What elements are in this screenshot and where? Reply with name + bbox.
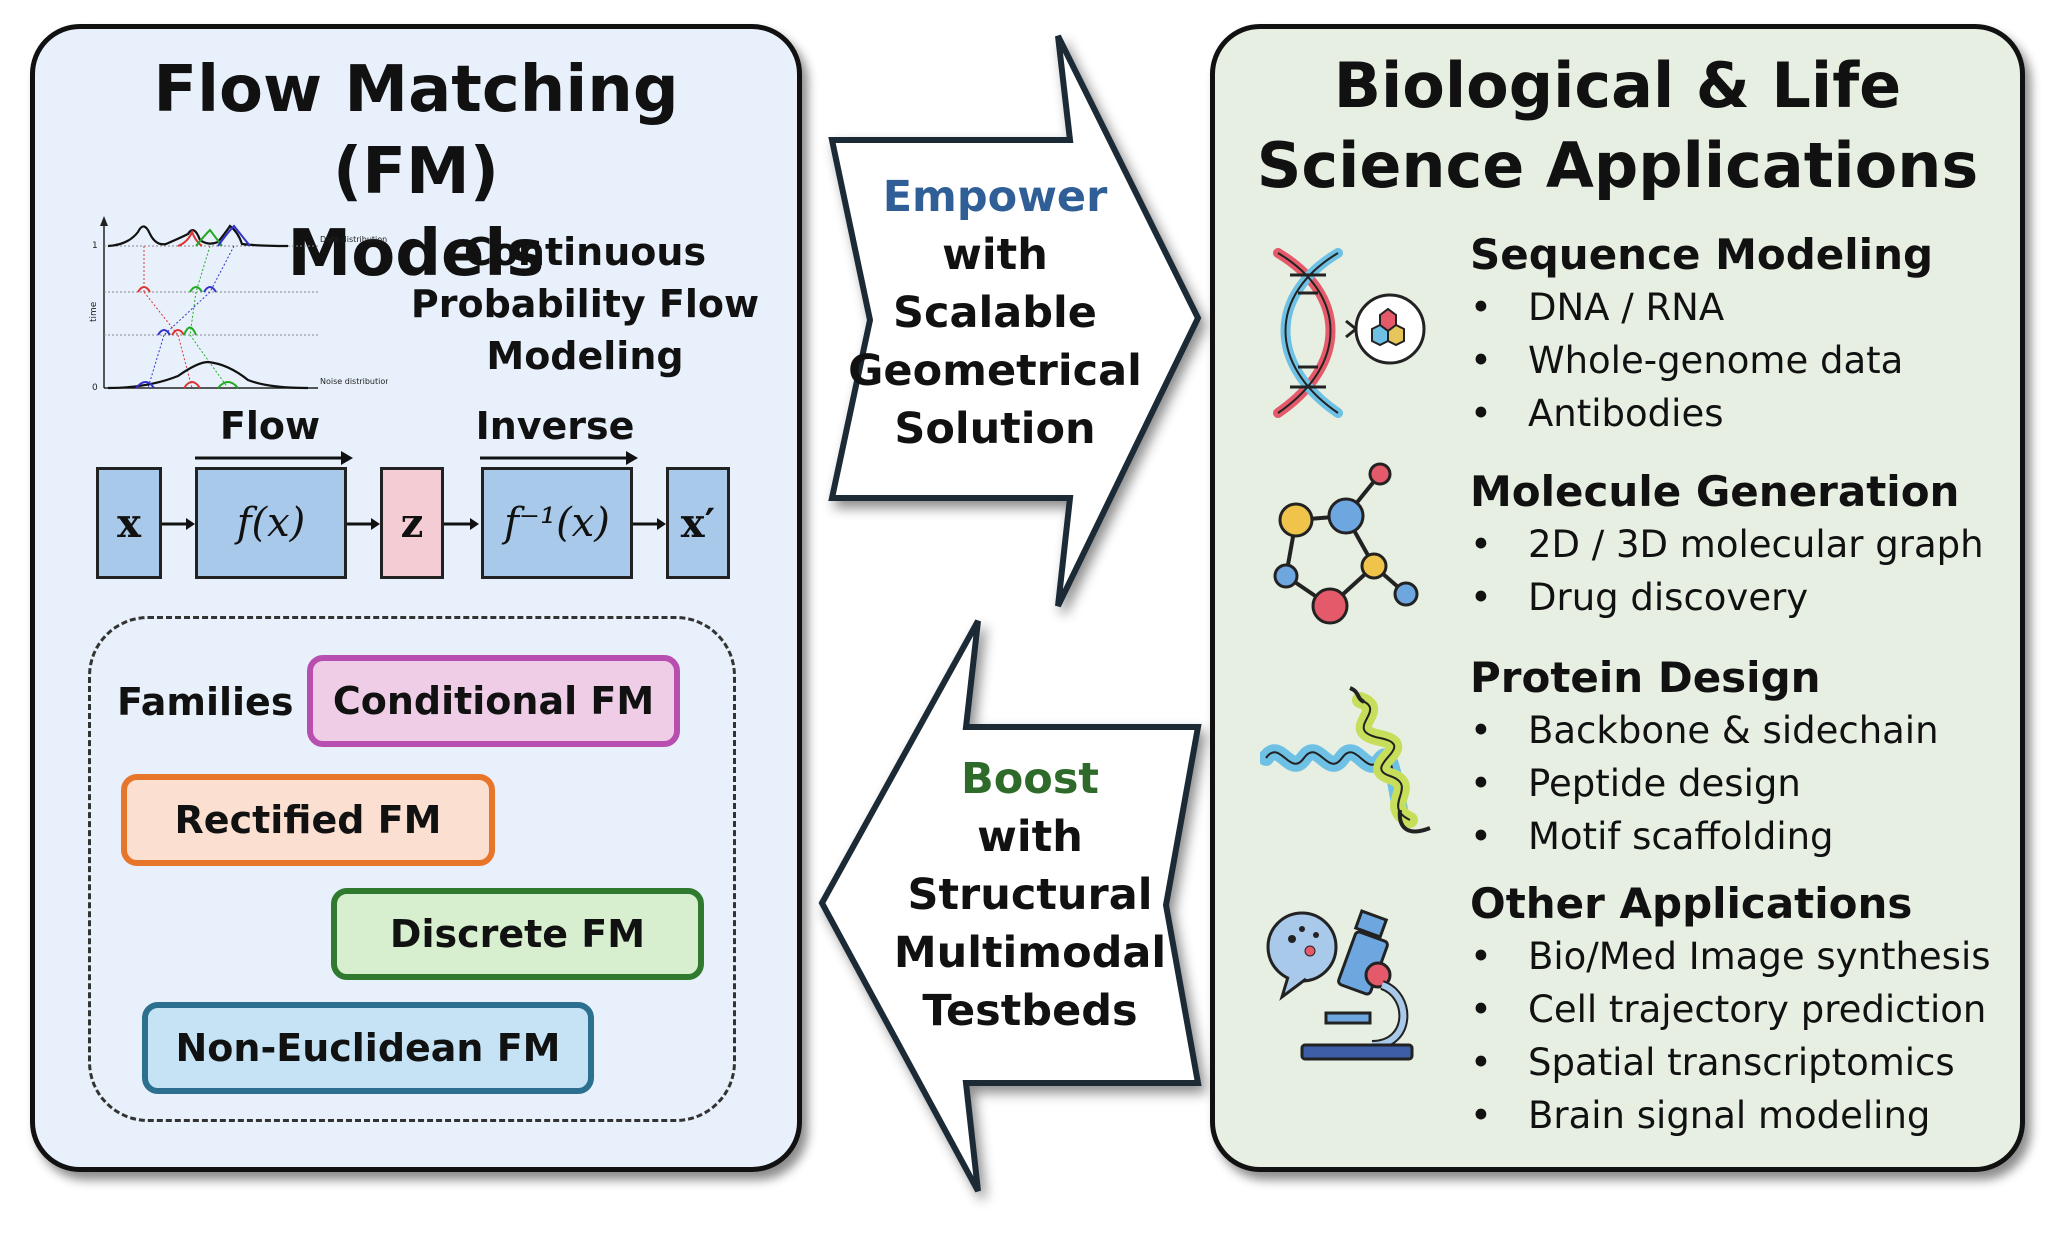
list-item: Brain signal modeling [1470, 1089, 1991, 1142]
other-applications-title: Other Applications [1470, 879, 1913, 928]
cpf-line3: Modeling [486, 334, 684, 378]
boost-line-with: with [977, 812, 1083, 862]
empower-line-scalable: Scalable [893, 288, 1097, 338]
dna-icon [1273, 248, 1426, 418]
list-item: 2D / 3D molecular graph [1470, 518, 1984, 571]
section-molecule-generation: Molecule Generation 2D / 3D molecular gr… [1470, 466, 1984, 624]
molecule-icon [1273, 462, 1419, 625]
box-xprime-label: x′ [680, 499, 716, 547]
right-panel-title: Biological & Life Science Applications [1230, 46, 2005, 206]
inverse-label: Inverse [475, 404, 635, 448]
protein-helix-icon [1260, 686, 1431, 834]
noneuclidean-fm-label: Non-Euclidean FM [175, 1026, 561, 1070]
cpf-line1: Continuous [463, 230, 707, 274]
list-item: Backbone & sidechain [1470, 704, 1939, 757]
molecule-generation-list: 2D / 3D molecular graph Drug discovery [1470, 518, 1984, 624]
left-title-line2: Models [287, 216, 545, 291]
boost-line-structural: Structural [907, 870, 1153, 920]
flow-matching-panel [30, 24, 802, 1172]
boost-caption: Boost with Structural Multimodal Testbed… [880, 750, 1180, 1040]
flow-arrow [195, 451, 353, 465]
continuous-flow-caption: Continuous Probability Flow Modeling [405, 226, 765, 382]
box-fx: f(x) [195, 467, 347, 579]
empower-line-with: with [942, 230, 1048, 280]
boost-line-multimodal: Multimodal [893, 928, 1167, 978]
other-applications-list: Bio/Med Image synthesis Cell trajectory … [1470, 930, 1991, 1142]
sequence-modeling-title: Sequence Modeling [1470, 230, 1934, 279]
empower-line-geometrical: Geometrical [848, 346, 1142, 396]
discrete-fm-box: Discrete FM [331, 888, 704, 980]
flow-label: Flow [219, 404, 321, 448]
tick-top: 1 [92, 241, 98, 251]
cpf-line2: Probability Flow [410, 282, 760, 326]
empower-line-solution: Solution [894, 404, 1096, 454]
box-fx-label: f(x) [236, 500, 306, 546]
conditional-fm-label: Conditional FM [332, 679, 655, 723]
box-finv-label: f⁻¹(x) [504, 500, 610, 546]
list-item: Cell trajectory prediction [1470, 983, 1991, 1036]
microscope-icon [1266, 909, 1414, 1061]
sequence-modeling-list: DNA / RNA Whole-genome data Antibodies [1470, 281, 1933, 440]
probability-flow-plot: 1 0 time Data distribution Noise distrib… [89, 216, 388, 393]
empower-caption: Empower with Scalable Geometrical Soluti… [845, 168, 1145, 458]
box-connectors [162, 518, 666, 530]
time-axis-label: time [89, 301, 99, 322]
boost-arrow [818, 619, 1202, 1193]
boost-highlight: Boost [960, 754, 1099, 804]
empower-highlight: Empower [882, 172, 1108, 222]
box-z: z [380, 467, 444, 579]
tick-bottom: 0 [92, 383, 98, 393]
box-x: x [96, 467, 162, 579]
list-item: Whole-genome data [1470, 334, 1933, 387]
box-xprime: x′ [666, 467, 730, 579]
noise-distribution-label: Noise distribution [320, 377, 388, 386]
right-title-line1: Biological & Life [1333, 49, 1902, 122]
families-region [88, 616, 736, 1122]
list-item: DNA / RNA [1470, 281, 1933, 334]
section-protein-design: Protein Design Backbone & sidechain Pept… [1470, 652, 1939, 863]
molecule-generation-title: Molecule Generation [1470, 467, 1960, 516]
list-item: Drug discovery [1470, 571, 1984, 624]
section-other-applications: Other Applications Bio/Med Image synthes… [1470, 878, 1991, 1142]
inverse-arrow [480, 451, 638, 465]
protein-design-title: Protein Design [1470, 653, 1821, 702]
rectified-fm-box: Rectified FM [121, 774, 495, 866]
protein-design-list: Backbone & sidechain Peptide design Moti… [1470, 704, 1939, 863]
box-finv: f⁻¹(x) [481, 467, 633, 579]
left-title-line1: Flow Matching (FM) [153, 53, 679, 209]
families-label: Families [117, 680, 294, 724]
empower-arrow [828, 34, 1202, 608]
section-sequence-modeling: Sequence Modeling DNA / RNA Whole-genome… [1470, 229, 1933, 440]
box-z-label: z [400, 499, 424, 547]
boost-line-testbeds: Testbeds [922, 986, 1138, 1036]
discrete-fm-label: Discrete FM [389, 912, 646, 956]
conditional-fm-box: Conditional FM [307, 655, 680, 747]
list-item: Bio/Med Image synthesis [1470, 930, 1991, 983]
box-x-label: x [117, 499, 141, 547]
list-item: Spatial transcriptomics [1470, 1036, 1991, 1089]
noneuclidean-fm-box: Non-Euclidean FM [142, 1002, 594, 1094]
rectified-fm-label: Rectified FM [174, 798, 442, 842]
list-item: Peptide design [1470, 757, 1939, 810]
left-panel-title: Flow Matching (FM) Models [60, 50, 772, 296]
data-distribution-label: Data distribution [320, 235, 387, 244]
list-item: Antibodies [1470, 387, 1933, 440]
right-title-line2: Science Applications [1256, 129, 1979, 202]
list-item: Motif scaffolding [1470, 810, 1939, 863]
